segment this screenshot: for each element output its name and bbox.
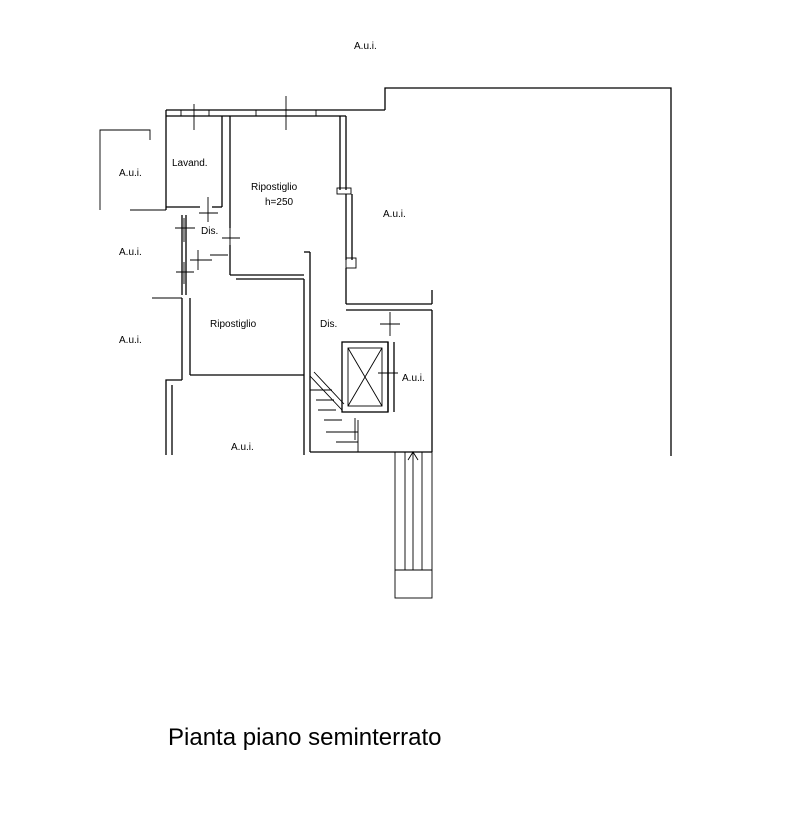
label-aui-bottom: A.u.i. bbox=[231, 442, 254, 453]
label-disimpegno-1: Dis. bbox=[201, 226, 218, 237]
label-ripostiglio-1-height: h=250 bbox=[265, 197, 294, 208]
room-labels: A.u.i. A.u.i. A.u.i. A.u.i. A.u.i. A.u.i… bbox=[119, 41, 425, 453]
label-aui-left-3: A.u.i. bbox=[119, 335, 142, 346]
plan-caption: Pianta piano seminterrato bbox=[168, 724, 442, 751]
label-aui-left-1: A.u.i. bbox=[119, 168, 142, 179]
label-aui-left-2: A.u.i. bbox=[119, 247, 142, 258]
door-markers bbox=[175, 96, 400, 440]
label-lavanderia: Lavand. bbox=[172, 158, 208, 169]
label-aui-right: A.u.i. bbox=[383, 209, 406, 220]
right-unit-outline bbox=[384, 87, 672, 456]
label-aui-top: A.u.i. bbox=[354, 41, 377, 52]
label-ripostiglio-2: Ripostiglio bbox=[210, 319, 257, 330]
label-disimpegno-2: Dis. bbox=[320, 319, 337, 330]
label-aui-stair: A.u.i. bbox=[402, 373, 425, 384]
label-ripostiglio-1: Ripostiglio bbox=[251, 182, 298, 193]
walls bbox=[99, 109, 433, 599]
